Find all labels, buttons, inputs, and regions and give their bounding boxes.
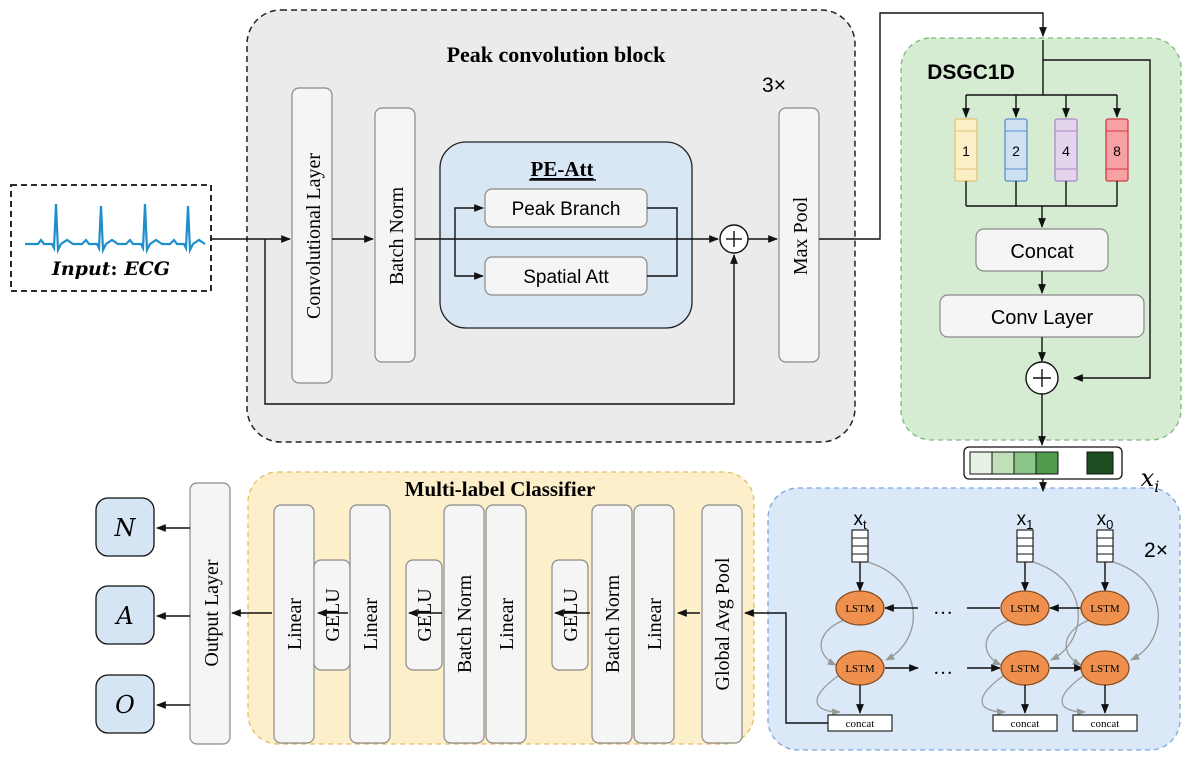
concat-output-label: concat bbox=[1091, 718, 1120, 730]
lstm-cell bbox=[1080, 590, 1130, 626]
input-label: Input: ECG bbox=[51, 258, 170, 280]
concat-output-label: concat bbox=[1011, 718, 1040, 730]
lstm-cell-label: LSTM bbox=[845, 663, 875, 675]
skip-connection bbox=[867, 561, 914, 661]
ellipsis: … bbox=[933, 657, 953, 679]
batch-norm-label: Batch Norm bbox=[386, 186, 408, 285]
conv-layer-label: Convolutional Layer bbox=[303, 153, 325, 319]
bilstm-repeat: 2× bbox=[1144, 539, 1168, 562]
arrow-maxpool-to-dsgc bbox=[819, 12, 1047, 240]
classifier-layer-label: Linear bbox=[284, 598, 306, 651]
feature-cell bbox=[969, 451, 993, 475]
pe-att-title: PE-Att bbox=[531, 157, 594, 181]
lstm-cell-label: LSTM bbox=[1010, 603, 1040, 615]
arrow-bilstm-to-classifier bbox=[744, 609, 828, 724]
output-classes: N A O bbox=[95, 497, 190, 734]
feature-label: xi bbox=[1141, 464, 1160, 496]
ellipsis: … bbox=[933, 597, 953, 619]
classifier-layer-label: Global Avg Pool bbox=[712, 557, 734, 690]
dilation-label: 4 bbox=[1062, 143, 1070, 159]
spatial-att-label: Spatial Att bbox=[523, 267, 609, 288]
classifier-layer-label: Linear bbox=[496, 598, 518, 651]
bilstm-region bbox=[767, 487, 1181, 751]
classifier-layer-gelu bbox=[551, 559, 589, 671]
classifier-layer-label: Batch Norm bbox=[602, 574, 624, 673]
dsgc-conv-label: Conv Layer bbox=[991, 307, 1094, 329]
feature-cell bbox=[1013, 451, 1037, 475]
dsgc-residual bbox=[1043, 59, 1151, 382]
concat-output-box bbox=[992, 714, 1058, 732]
conv-layer-box bbox=[291, 87, 333, 384]
classifier-layer-label: Linear bbox=[644, 598, 666, 651]
classifier-layer-label: GELU bbox=[322, 588, 344, 642]
output-class-box bbox=[95, 497, 155, 557]
batch-norm-box bbox=[374, 107, 416, 363]
max-pool-box bbox=[778, 107, 820, 363]
classifier-layer-linear bbox=[633, 504, 675, 744]
classifier-layer-label: Batch Norm bbox=[454, 574, 476, 673]
max-pool-label: Max Pool bbox=[790, 196, 812, 275]
classifier-layer-batch-norm bbox=[591, 504, 633, 744]
output-class-box bbox=[95, 674, 155, 734]
peak-branch-merge bbox=[647, 207, 678, 277]
feature-cell bbox=[1086, 451, 1114, 475]
lstm-cell bbox=[835, 590, 885, 626]
classifier-layer-linear bbox=[349, 504, 391, 744]
dsgc-title: DSGC1D bbox=[927, 61, 1015, 84]
output-layer-box bbox=[189, 482, 231, 745]
classifier-layer-batch-norm bbox=[443, 504, 485, 744]
concat-label: Concat bbox=[1010, 241, 1074, 263]
concat-output-box bbox=[1072, 714, 1138, 732]
skip-connection bbox=[1112, 561, 1159, 661]
lstm-cell-label: LSTM bbox=[1090, 603, 1120, 615]
output-class-label: O bbox=[115, 691, 135, 719]
output-layer-label: Output Layer bbox=[201, 559, 223, 667]
output-class-box bbox=[95, 585, 155, 645]
arrow-residual-peak bbox=[264, 239, 738, 405]
lstm-cell-label: LSTM bbox=[1010, 663, 1040, 675]
output-class-label: A bbox=[114, 602, 133, 630]
dilation-label: 2 bbox=[1012, 143, 1020, 159]
skip-connection bbox=[1032, 561, 1079, 661]
peak-branch-label: Peak Branch bbox=[512, 199, 621, 220]
lstm-input-label: xt bbox=[853, 509, 867, 532]
lstm-cell-label: LSTM bbox=[1090, 663, 1120, 675]
lstm-cell bbox=[1000, 590, 1050, 626]
input-ecg-box bbox=[10, 184, 212, 292]
ecg-waveform bbox=[25, 203, 206, 255]
classifier-layer-global-avg-pool bbox=[701, 504, 743, 744]
dilation-label: 1 bbox=[962, 143, 970, 159]
classifier-layer-label: GELU bbox=[560, 588, 582, 642]
classifier-layer-linear bbox=[485, 504, 527, 744]
arrow-to-peak-branch bbox=[454, 204, 484, 239]
classifier-layer-gelu bbox=[405, 559, 443, 671]
lstm-cell-label: LSTM bbox=[845, 603, 875, 615]
dilation-branches: 1 2 4 8 bbox=[954, 95, 1129, 206]
classifier-title: Multi-label Classifier bbox=[405, 477, 596, 501]
lstm-input-label: x0 bbox=[1097, 509, 1114, 532]
bilstm-cells: xt x1 x0 … … LSTM LSTM concat LSTM LSTM concat LSTM… bbox=[744, 509, 1159, 732]
classifier-layer-label: GELU bbox=[414, 588, 436, 642]
classifier-layer-label: Linear bbox=[360, 598, 382, 651]
dilation-label: 8 bbox=[1113, 143, 1121, 159]
arrow-to-spatial-att bbox=[454, 239, 484, 280]
lstm-input-label: x1 bbox=[1017, 509, 1034, 532]
concat-output-label: concat bbox=[846, 718, 875, 730]
peak-block-title: Peak convolution block bbox=[447, 42, 667, 67]
feature-cell bbox=[991, 451, 1015, 475]
feature-cell bbox=[1035, 451, 1059, 475]
peak-block-repeat: 3× bbox=[762, 74, 786, 97]
output-class-label: N bbox=[114, 514, 137, 542]
classifier-layers: Linear GELU Linear GELU Batch Norm Linear GELU… bbox=[273, 504, 743, 744]
